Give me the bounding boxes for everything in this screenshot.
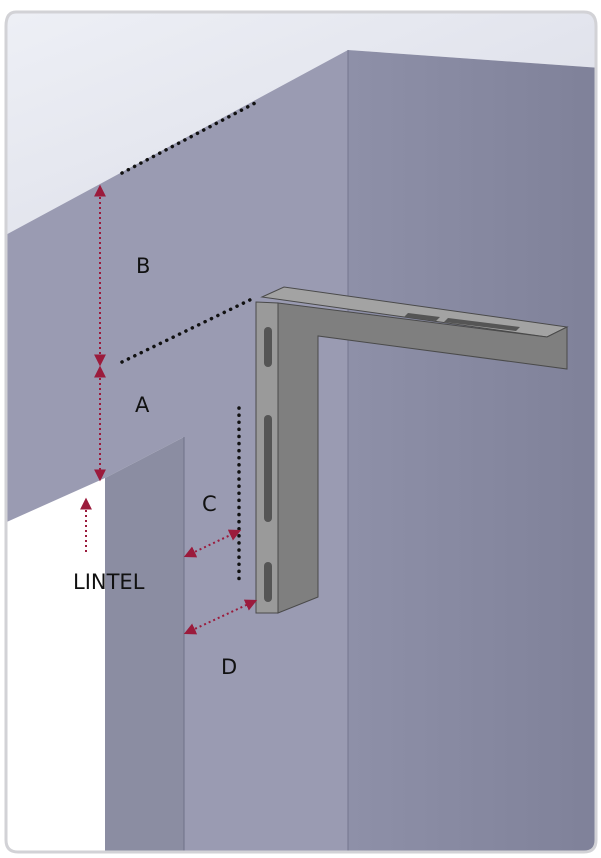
label-a: A: [135, 393, 150, 417]
door-opening: [0, 478, 105, 858]
arm-slot-2: [444, 318, 520, 331]
label-lintel: LINTEL: [73, 570, 145, 594]
door-jamb: [105, 437, 184, 858]
wall-bracket-icon: [255, 286, 569, 614]
arm-slot-1: [404, 313, 440, 321]
slot-1: [264, 327, 272, 367]
label-c: C: [202, 492, 217, 516]
label-d: D: [221, 655, 237, 679]
wall-front: [0, 50, 348, 858]
slot-2: [264, 415, 272, 522]
wall-side: [348, 50, 601, 858]
ceiling: [0, 0, 601, 238]
dimension-arrow-icon: [80, 184, 258, 635]
slot-3: [264, 562, 272, 602]
guide-ceiling: [120, 100, 259, 175]
bracket-arm-side: [277, 302, 568, 614]
label-b: B: [136, 254, 150, 278]
frame-outline: [4, 10, 598, 854]
